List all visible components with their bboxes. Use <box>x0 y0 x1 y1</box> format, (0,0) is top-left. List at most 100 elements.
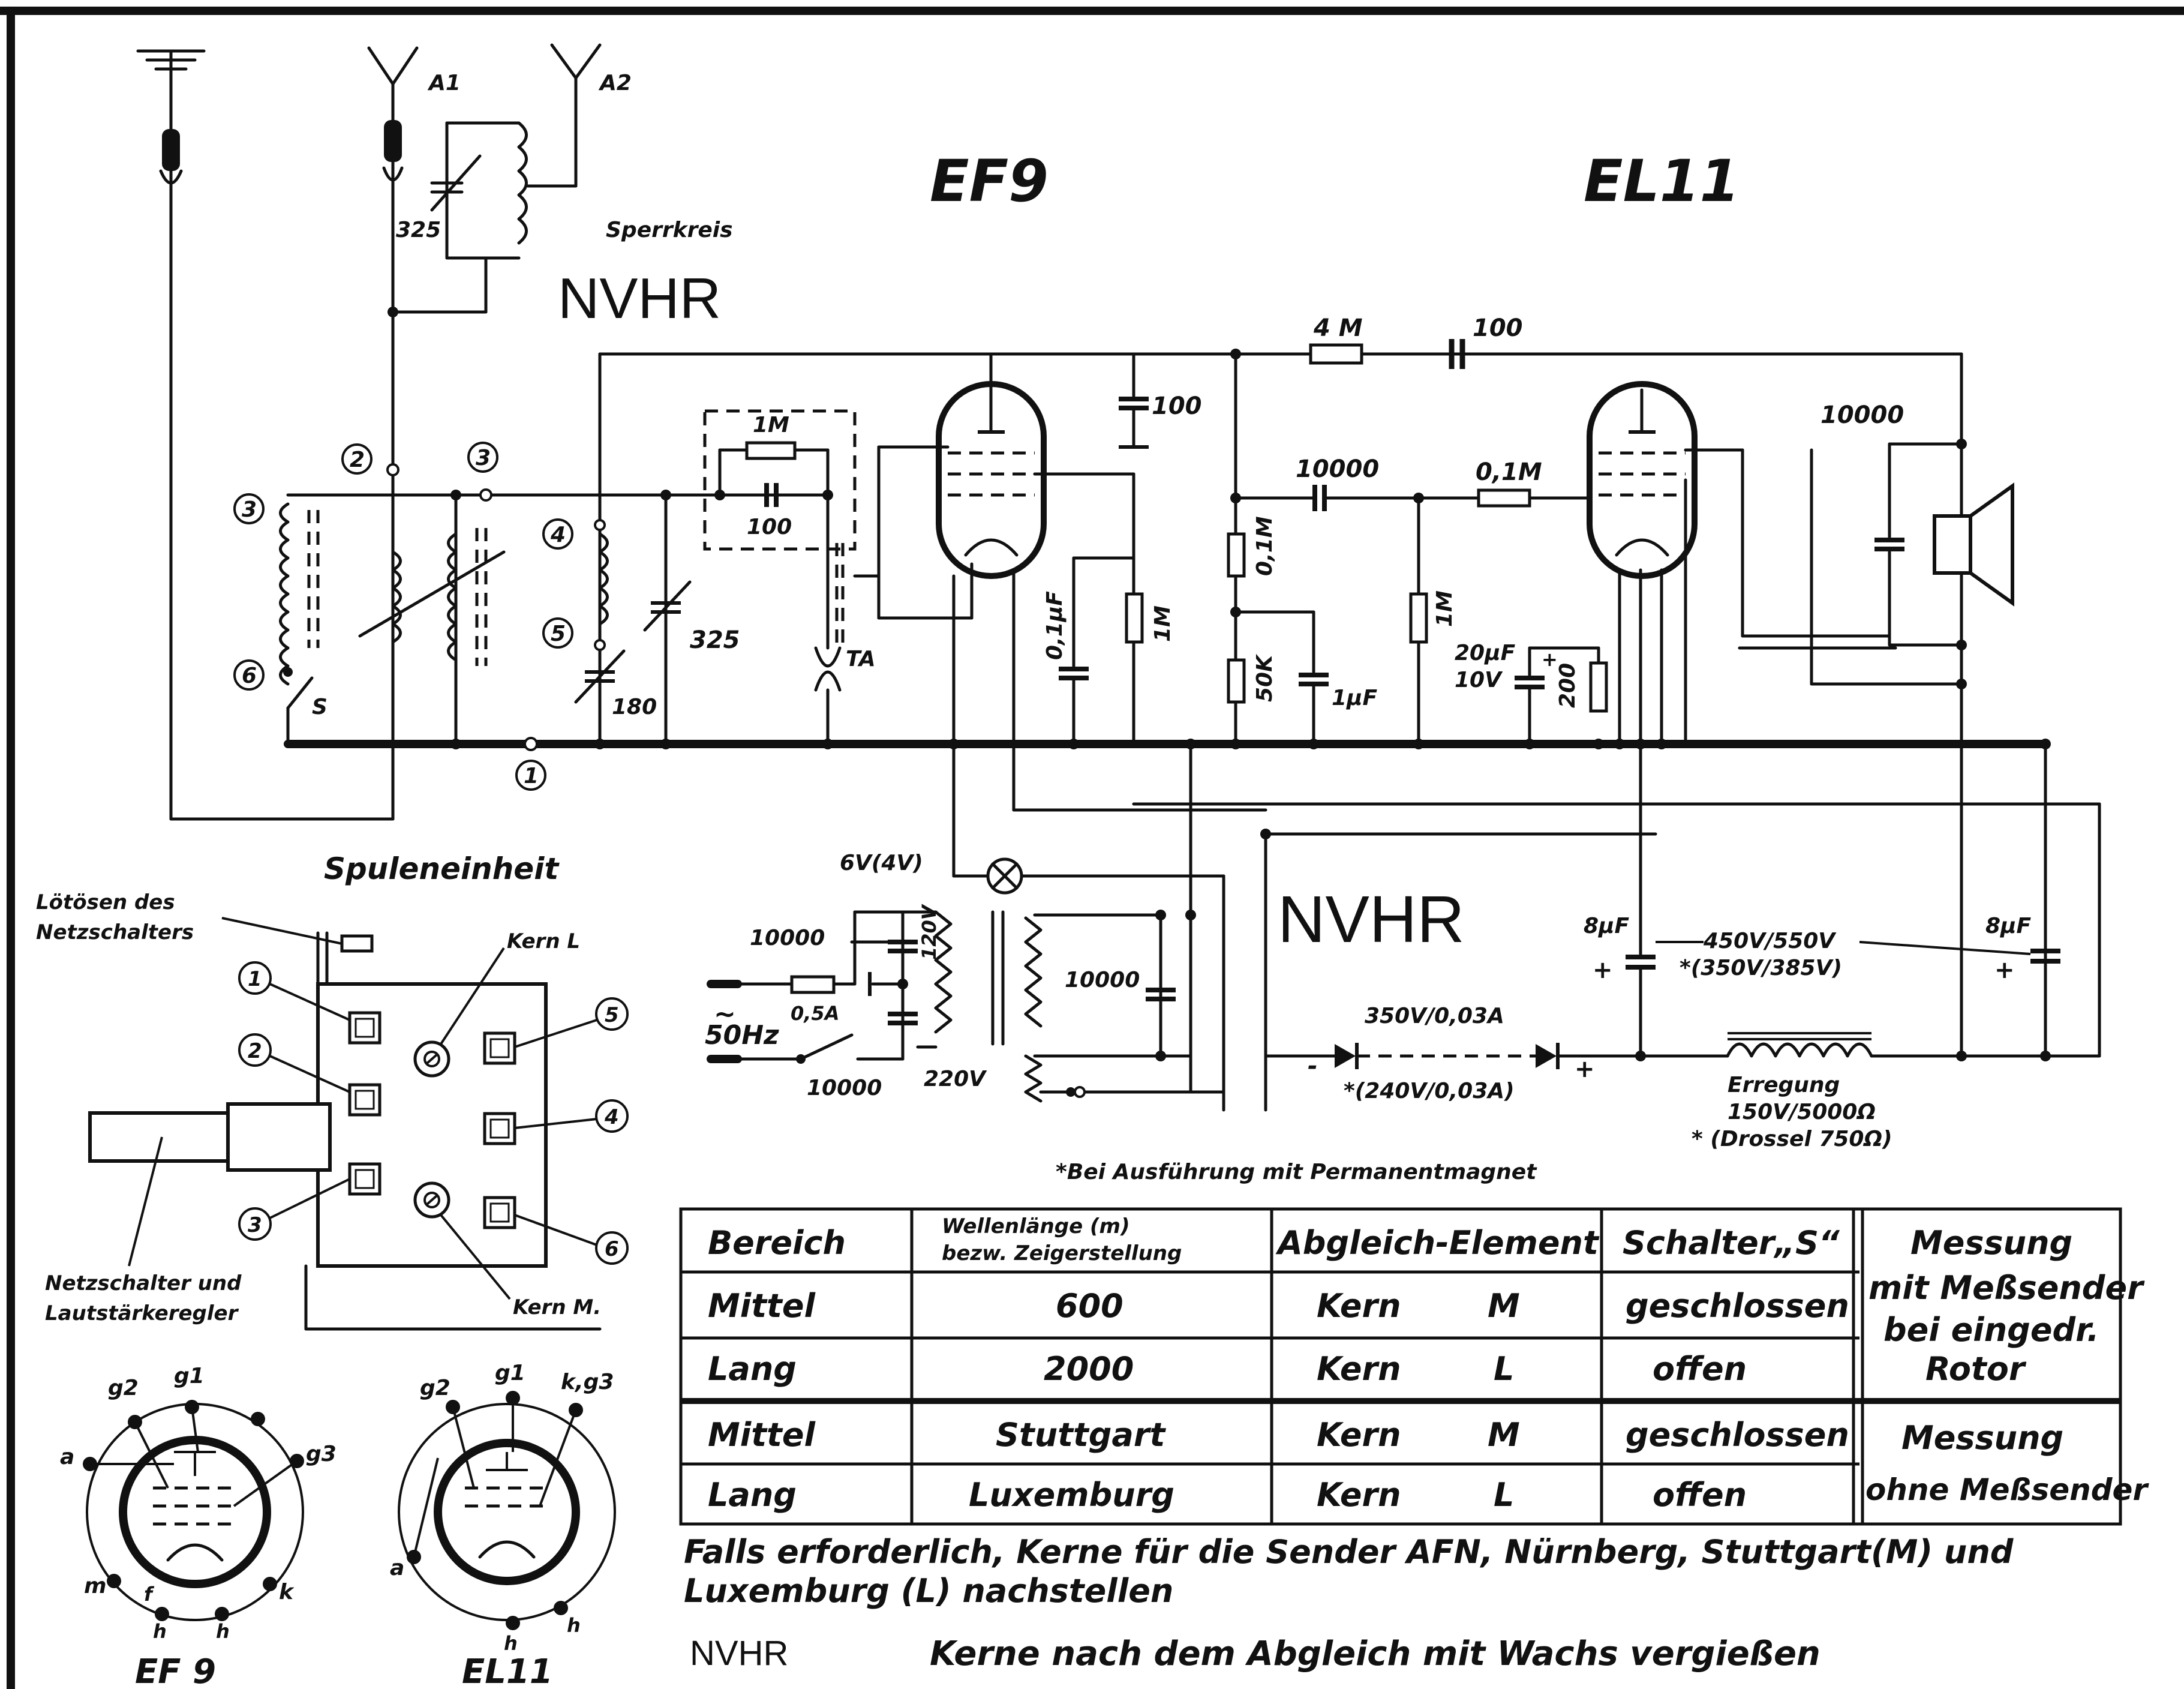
svg-text:50Hz: 50Hz <box>705 1020 779 1051</box>
svg-text:m: m <box>84 1574 107 1598</box>
svg-text:3: 3 <box>476 446 491 470</box>
svg-text:Kern: Kern <box>1317 1350 1401 1388</box>
coil-middle <box>358 490 506 749</box>
alignment-table: Bereich Wellenlänge (m) bezw. Zeigerstel… <box>679 1207 2149 1526</box>
sperrkreis-label: Sperrkreis <box>606 218 733 242</box>
svg-text:k,g3: k,g3 <box>561 1370 614 1394</box>
svg-text:Kern L: Kern L <box>507 929 580 953</box>
svg-text:Abgleich-Element: Abgleich-Element <box>1275 1224 1600 1262</box>
svg-text:+: + <box>1542 648 1558 671</box>
ef9-tube <box>853 352 1267 878</box>
svg-text:Rotor: Rotor <box>1925 1350 2027 1388</box>
svg-text:1M: 1M <box>1150 605 1175 642</box>
svg-text:1: 1 <box>248 967 262 991</box>
svg-text:g2: g2 <box>108 1376 139 1400</box>
svg-text:1: 1 <box>524 764 539 788</box>
a2-label: A2 <box>598 71 632 95</box>
svg-text:f: f <box>144 1583 155 1606</box>
ta-pickup: TA <box>814 493 876 749</box>
svg-text:4: 4 <box>604 1105 619 1129</box>
svg-text:0,5A: 0,5A <box>791 1002 839 1025</box>
svg-text:Lautstärkeregler: Lautstärkeregler <box>45 1301 239 1325</box>
el11-cathode-parts: + 20µF 10V 200 <box>1455 641 2051 749</box>
svg-text:Messung: Messung <box>1901 1419 2063 1457</box>
svg-text:*(350V/385V): *(350V/385V) <box>1680 956 1842 980</box>
svg-text:1M: 1M <box>1432 590 1457 627</box>
svg-text:TA: TA <box>846 647 876 671</box>
svg-text:Mittel: Mittel <box>708 1287 816 1325</box>
svg-text:10000: 10000 <box>1296 455 1379 483</box>
svg-text:offen: offen <box>1653 1350 1747 1388</box>
svg-text:-: - <box>1308 1052 1318 1080</box>
svg-text:10000: 10000 <box>1065 968 1140 992</box>
svg-text:a: a <box>60 1445 74 1469</box>
ef9-title: EF9 <box>930 148 1049 215</box>
cap-325-antenna-label: 325 <box>396 218 441 242</box>
el11-socket: g2 g1 k,g3 a h h EL11 <box>390 1361 616 1689</box>
svg-text:6: 6 <box>605 1237 619 1261</box>
power-supply: 6V(4V) 10000 0,5A ~ 50Hz 10000 <box>705 742 2101 1184</box>
svg-text:M: M <box>1488 1287 1520 1325</box>
svg-text:+: + <box>1575 1055 1595 1083</box>
svg-text:M: M <box>1488 1416 1520 1454</box>
svg-text:EL11: EL11 <box>462 1652 553 1689</box>
svg-text:1µF: 1µF <box>1332 686 1378 710</box>
svg-text:*Bei Ausführung mit Permanentm: *Bei Ausführung mit Permanentmagnet <box>1056 1160 1537 1184</box>
earth-antenna <box>136 49 206 821</box>
svg-text:Bereich: Bereich <box>708 1224 846 1262</box>
el11-title: EL11 <box>1584 148 1740 215</box>
svg-text:Netzschalter und: Netzschalter und <box>45 1271 242 1295</box>
svg-text:Lang: Lang <box>708 1350 797 1388</box>
svg-text:10V: 10V <box>1455 668 1503 692</box>
svg-text:6V(4V): 6V(4V) <box>840 851 923 875</box>
svg-text:Lang: Lang <box>708 1476 797 1514</box>
svg-text:0,1M: 0,1M <box>1252 516 1277 576</box>
svg-text:2: 2 <box>350 448 365 472</box>
svg-text:Mittel: Mittel <box>708 1416 816 1454</box>
svg-text:8µF: 8µF <box>1584 914 1630 938</box>
terminals: 2 3 3 6 4 5 1 <box>233 442 573 791</box>
svg-text:220V: 220V <box>924 1067 987 1091</box>
svg-text:Kern M.: Kern M. <box>513 1295 601 1319</box>
svg-text:g1: g1 <box>174 1364 205 1388</box>
svg-text:~: ~ <box>714 999 736 1030</box>
svg-text:3: 3 <box>248 1213 262 1237</box>
cap-100-ef9: 100 <box>1119 352 1202 449</box>
svg-text:10000: 10000 <box>807 1076 882 1100</box>
svg-text:a: a <box>390 1556 404 1580</box>
note-nvhr: NVHR <box>690 1634 788 1673</box>
svg-text:k: k <box>279 1580 295 1604</box>
svg-text:1M: 1M <box>753 413 789 437</box>
svg-text:+: + <box>1994 956 2015 984</box>
svg-text:200: 200 <box>1555 663 1580 708</box>
svg-text:Kern: Kern <box>1317 1287 1401 1325</box>
svg-text:mit Meßsender: mit Meßsender <box>1868 1269 2145 1307</box>
svg-text:Spuleneinheit: Spuleneinheit <box>324 851 560 886</box>
sperrkreis-trap: 325 Sperrkreis <box>387 121 733 317</box>
antenna-a1: A1 <box>367 46 461 746</box>
svg-text:50K: 50K <box>1252 653 1277 702</box>
coil-unit-drawing: Spuleneinheit Lötösen des Netzschalters … <box>36 851 629 1331</box>
svg-text:* (Drossel 750Ω): * (Drossel 750Ω) <box>1692 1127 1892 1151</box>
svg-text:5: 5 <box>605 1003 619 1027</box>
note-line-2: Luxemburg (L) nachstellen <box>684 1572 1173 1610</box>
ef9-socket: g2 g1 a g3 m f h h k EF 9 <box>60 1364 337 1689</box>
svg-text:L: L <box>1494 1350 1514 1388</box>
svg-text:3: 3 <box>242 497 257 522</box>
svg-text:+: + <box>1593 956 1613 984</box>
svg-text:Schalter„S“: Schalter„S“ <box>1623 1224 1840 1262</box>
svg-text:Netzschalters: Netzschalters <box>36 920 194 944</box>
note-wax: Kerne nach dem Abgleich mit Wachs vergie… <box>930 1634 1820 1673</box>
svg-text:10000: 10000 <box>1820 401 1904 429</box>
watermark-top: NVHR <box>558 266 721 331</box>
r-4m-label: 4 M <box>1313 314 1363 342</box>
svg-text:Messung: Messung <box>1910 1224 2072 1262</box>
grid-leak-box: 1M 100 <box>703 409 857 551</box>
svg-text:*(240V/0,03A): *(240V/0,03A) <box>1344 1079 1515 1103</box>
svg-text:Stuttgart: Stuttgart <box>996 1416 1167 1454</box>
svg-text:10000: 10000 <box>750 926 825 950</box>
svg-text:20µF: 20µF <box>1455 641 1516 665</box>
svg-text:L: L <box>1494 1476 1514 1514</box>
a1-label: A1 <box>427 71 461 95</box>
